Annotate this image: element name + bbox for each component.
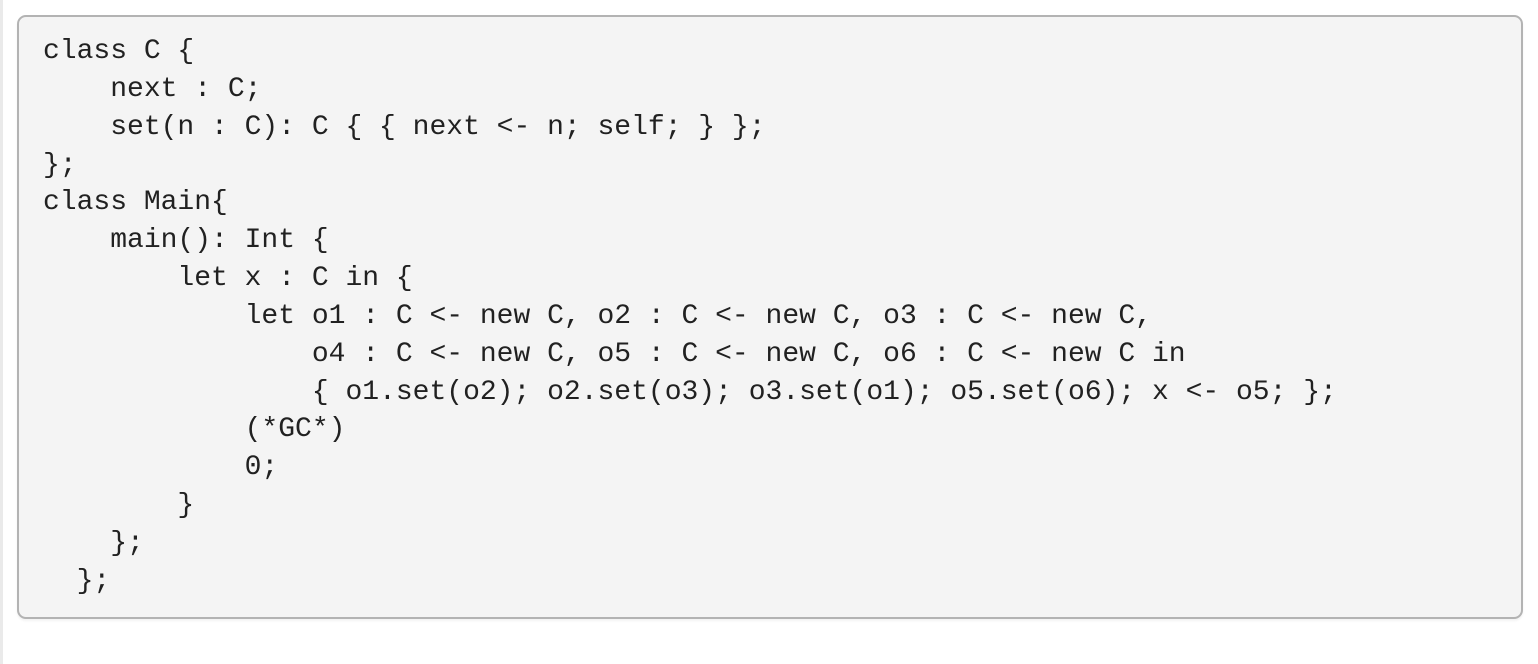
left-edge-strip — [0, 0, 3, 664]
code-block: class C { next : C; set(n : C): C { { ne… — [17, 15, 1523, 619]
code-text: class C { next : C; set(n : C): C { { ne… — [43, 36, 1337, 597]
